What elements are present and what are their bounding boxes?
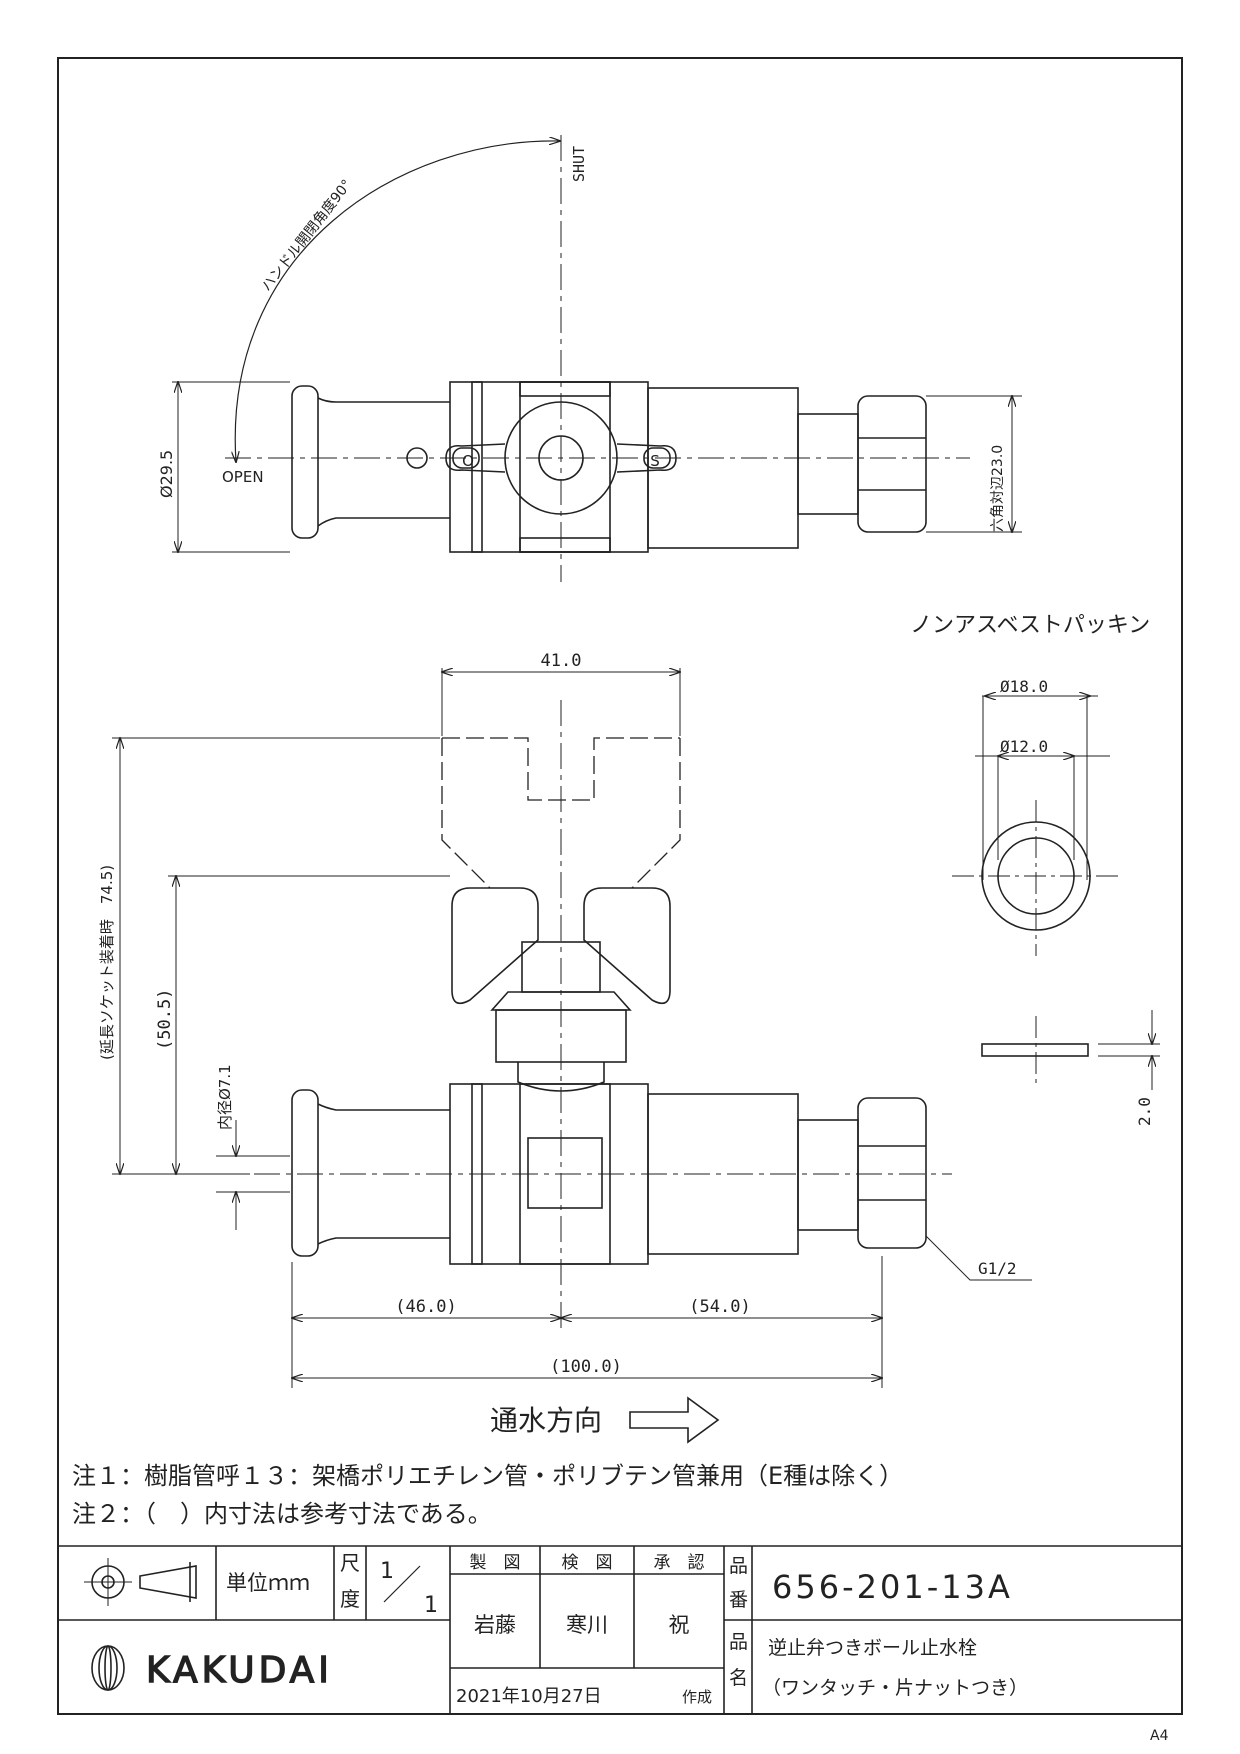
handle-o-mark: O	[462, 452, 474, 470]
flow-direction-label: 通水方向	[490, 1404, 602, 1437]
hex-label: 六角対辺23.0	[990, 445, 1006, 532]
made-by-label: 製 図	[470, 1553, 521, 1573]
scale-numerator: 1	[380, 1559, 394, 1584]
left-length-dim: (46.0)	[395, 1297, 456, 1317]
total-length-dim: (100.0)	[550, 1357, 622, 1377]
scale-label-1: 尺	[340, 1551, 360, 1575]
paper-size-label: A4	[1150, 1728, 1169, 1744]
packing-views	[952, 696, 1160, 1090]
note-1: 注１：樹脂管呼１３：架橋ポリエチレン管・ポリブテン管兼用（E種は除く）	[72, 1462, 903, 1490]
handle-s-mark: S	[650, 452, 660, 470]
packing-thickness: 2.0	[1135, 1097, 1154, 1126]
scale-denominator: 1	[424, 1593, 438, 1618]
unit-label: 単位ｍｍ	[226, 1571, 310, 1595]
shut-label: SHUT	[570, 146, 588, 182]
part-no-label-2: 番	[729, 1589, 748, 1611]
scale-label-2: 度	[340, 1587, 360, 1611]
packing-title: ノンアスベストパッキン	[910, 613, 1150, 638]
kakudai-logo-icon	[91, 1645, 125, 1691]
approved-by-label: 承 認	[654, 1553, 705, 1573]
part-name-label-1: 品	[729, 1631, 748, 1653]
open-label: OPEN	[222, 468, 264, 486]
part-name-line-1: 逆止弁つきボール止水栓	[768, 1637, 977, 1659]
thread-label: G1/2	[978, 1259, 1017, 1278]
dia-label: Ø29.5	[157, 450, 176, 498]
part-number: 656-201-13A	[772, 1568, 1013, 1606]
created-label: 作成	[682, 1688, 712, 1706]
note-2: 注２：（ ）内寸法は参考寸法である。	[72, 1500, 492, 1528]
part-no-label-1: 品	[729, 1555, 748, 1577]
approved-by-name: 祝	[669, 1613, 690, 1637]
flow-arrow-icon	[629, 1396, 720, 1444]
height-with-socket-dim: (延長ソケット装着時 74.5)	[98, 865, 116, 1060]
drawing-frame	[57, 57, 1183, 1715]
packing-inner-dia: Ø12.0	[1000, 737, 1048, 756]
top-view	[172, 135, 1022, 582]
inner-dia-dim: 内径Ø7.1	[216, 1064, 234, 1130]
projection-symbol-icon	[84, 1558, 197, 1606]
title-block	[58, 1545, 1182, 1714]
height-dim: (50.5)	[155, 989, 175, 1050]
part-name-label-2: 名	[729, 1667, 748, 1689]
part-name-line-2: （ワンタッチ・片ナットつき）	[762, 1677, 1028, 1699]
front-view	[112, 668, 1032, 1388]
made-by-name: 岩藤	[474, 1613, 516, 1637]
handle-angle-label: ハンドル開閉角度90°	[259, 177, 356, 295]
brand-name: KAKUDAI	[146, 1650, 333, 1691]
handle-width-dim: 41.0	[541, 651, 582, 671]
checked-by-label: 検 図	[562, 1553, 613, 1573]
packing-outer-dia: Ø18.0	[1000, 677, 1048, 696]
right-length-dim: (54.0)	[689, 1297, 750, 1317]
drawing-date: 2021年10月27日	[456, 1686, 602, 1707]
checked-by-name: 寒川	[566, 1613, 608, 1637]
